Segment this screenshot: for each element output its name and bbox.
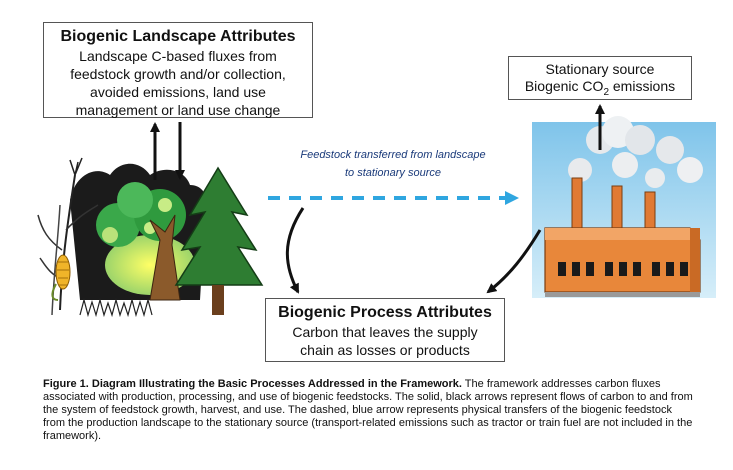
- source-line-2-pre: Biogenic CO: [524, 78, 604, 94]
- process-line-1: Carbon that leaves the supply: [292, 324, 478, 340]
- landscape-line-3: avoided emissions, land use: [90, 84, 266, 100]
- figure-caption: Figure 1. Diagram Illustrating the Basic…: [43, 378, 693, 443]
- source-line-2-sub: 2: [603, 86, 609, 98]
- landscape-line-1: Landscape C-based fluxes from: [79, 48, 277, 64]
- caption-label: Figure 1. Diagram Illustrating the Basic…: [43, 378, 462, 390]
- source-line-2: Biogenic CO2 emissions: [509, 78, 691, 101]
- caption-text: The framework addresses carbon fluxes as…: [43, 378, 693, 442]
- landscape-attributes-box: Biogenic Landscape Attributes Landscape …: [43, 22, 313, 118]
- arrow-landscape-to-process: [285, 207, 305, 294]
- transfer-label-line-2: to stationary source: [345, 167, 441, 179]
- factory-clipart: [532, 116, 716, 298]
- stationary-source-box: Stationary source Biogenic CO2 emissions: [508, 56, 692, 100]
- landscape-line-4: management or land use change: [75, 102, 281, 118]
- process-title: Biogenic Process Attributes: [278, 304, 492, 321]
- landscape-clipart: [37, 157, 264, 318]
- transfer-label-line-1: Feedstock transferred from landscape: [300, 149, 486, 161]
- process-line-2: chain as losses or products: [300, 342, 470, 358]
- source-line-2-post: emissions: [609, 78, 676, 94]
- landscape-title: Biogenic Landscape Attributes: [60, 28, 296, 45]
- landscape-line-2: feedstock growth and/or collection,: [70, 66, 286, 82]
- arrow-factory-to-process: [486, 229, 542, 294]
- source-line-1: Stationary source: [545, 61, 655, 77]
- process-attributes-box: Biogenic Process Attributes Carbon that …: [265, 298, 505, 362]
